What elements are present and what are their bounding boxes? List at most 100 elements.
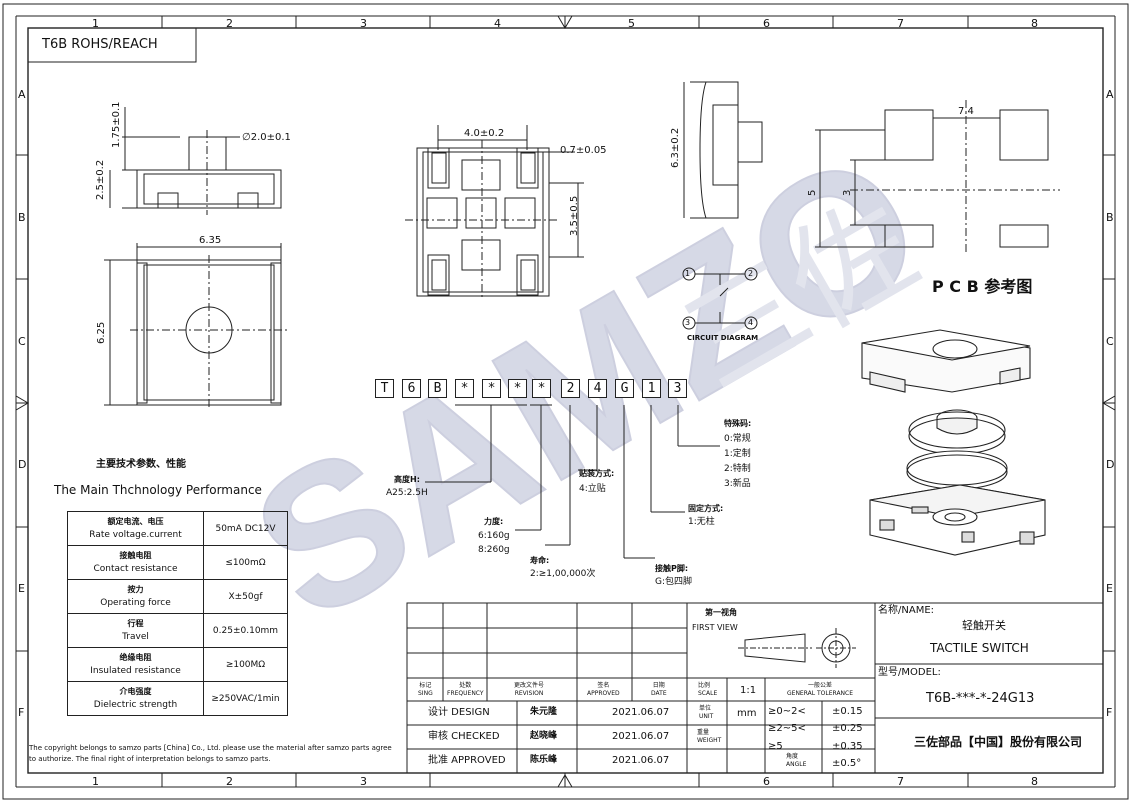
code-char: 2 (561, 379, 580, 398)
param-value: 50mA DC12V (203, 511, 288, 546)
dim-side-height-right: 6.3±0.2 (670, 127, 681, 168)
tb-company: 三佐部品【中国】股份有限公司 (914, 735, 1083, 749)
anno-mount-value: 4:立贴 (579, 484, 606, 494)
frame-col-3-bottom: 3 (360, 775, 367, 788)
dim-pcb-height: 5 (807, 189, 818, 196)
param-cn: 按力 (127, 585, 144, 595)
param-value: ≥100MΩ (203, 647, 288, 682)
anno-mount-title: 贴装方式: (579, 469, 615, 478)
dim-pcb-width: 7.4 (958, 106, 974, 117)
anno-force-value-2: 8:260g (478, 545, 510, 555)
anno-pins-value: G:包四脚 (655, 577, 693, 587)
center-mark-right (1102, 395, 1116, 411)
code-char: * (532, 379, 551, 398)
frame-row-c-right: C (1106, 335, 1114, 348)
param-value: 0.25±0.10mm (203, 613, 288, 648)
code-char: 4 (588, 379, 607, 398)
param-en: Contact resistance (93, 563, 178, 574)
dim-side-top-height: 1.75±0.1 (111, 101, 122, 148)
anno-special-value-1: 1:定制 (724, 449, 751, 459)
tol-value: ±0.5° (832, 758, 862, 769)
sign-name-design: 朱元隆 (530, 707, 558, 717)
param-value: ≥250VAC/1min (203, 681, 288, 716)
code-char: * (508, 379, 527, 398)
frame-col-2-bottom: 2 (226, 775, 233, 788)
param-value: X±50gf (203, 579, 288, 614)
param-en: Operating force (100, 597, 171, 608)
anno-pins-title: 接触P脚: (655, 564, 689, 573)
anno-height-title: 高度H: (394, 475, 420, 484)
tb-unit-value: mm (737, 708, 757, 719)
param-en: Travel (122, 631, 149, 642)
series-label: T6B ROHS/REACH (42, 37, 158, 52)
dim-actuator-dia: ∅2.0±0.1 (242, 132, 291, 143)
param-cn: 绝缘电阻 (119, 653, 152, 663)
tol-range: ≥2~5< (768, 723, 806, 734)
table-row: 绝缘电阻 Insulated resistance ≥100MΩ (67, 647, 288, 682)
performance-title-en: The Main Thchnology Performance (54, 483, 262, 497)
sign-name-checked: 赵晓峰 (530, 731, 558, 741)
code-char: * (455, 379, 474, 398)
tb-name-cn: 轻触开关 (962, 619, 1006, 632)
frame-row-a-right: A (1106, 88, 1114, 101)
frame-col-4: 4 (494, 17, 501, 30)
param-value: ≤100mΩ (203, 545, 288, 580)
dim-pad-width: 0.7±0.05 (560, 145, 607, 156)
code-char: B (428, 379, 447, 398)
circuit-pin-4: 4 (748, 318, 754, 327)
exploded-view (861, 329, 1046, 556)
dim-body-width: 6.35 (199, 235, 222, 246)
param-cn: 介电强度 (119, 687, 152, 697)
frame-row-e: E (18, 582, 25, 595)
sign-role-design: 设计 DESIGN (428, 707, 490, 718)
side-view (109, 107, 282, 215)
dim-side-body-height: 2.5±0.2 (95, 159, 106, 200)
frame-col-1-bottom: 1 (92, 775, 99, 788)
frame-row-b-right: B (1106, 211, 1114, 224)
tol-value: ±0.35 (832, 741, 863, 752)
frame-row-f-right: F (1106, 706, 1113, 719)
first-view-cn: 第一视角 (705, 608, 737, 617)
tb-model: T6B-***-*-24G13 (926, 691, 1035, 706)
frame-col-5: 5 (628, 17, 635, 30)
code-leaders (425, 404, 720, 559)
code-char: 3 (668, 379, 687, 398)
dim-body-height: 6.25 (96, 321, 107, 344)
center-mark-left (15, 395, 29, 411)
frame-col-8-bottom: 8 (1031, 775, 1038, 788)
dim-pad-span: 4.0±0.2 (464, 128, 505, 139)
anno-special-value-3: 3:新品 (724, 479, 751, 489)
tol-range: ≥0~2< (768, 706, 806, 717)
code-char: T (375, 379, 394, 398)
right-side-view (683, 81, 763, 219)
param-en: Rate voltage.current (89, 529, 182, 540)
anno-height-value: A25:2.5H (386, 488, 428, 498)
param-cn: 额定电流、电压 (107, 517, 164, 527)
title-block-grid (406, 602, 1104, 774)
copyright-line-1: The copyright belongs to samzo parts [Ch… (29, 744, 392, 752)
frame-row-c: C (18, 335, 26, 348)
sign-name-approved: 陈乐峰 (530, 755, 558, 765)
anno-fixing-value: 1:无柱 (688, 517, 715, 527)
anno-force-title: 力度: (484, 517, 504, 526)
sign-date-design: 2021.06.07 (612, 707, 670, 718)
frame-col-2: 2 (226, 17, 233, 30)
pcb-footprint (815, 100, 1060, 255)
tb-scale-value: 1:1 (740, 685, 757, 696)
top-view (104, 243, 290, 410)
param-en: Insulated resistance (90, 665, 181, 676)
copyright-line-2: to authorize. The final right of interpr… (29, 755, 271, 763)
frame-col-7-bottom: 7 (897, 775, 904, 788)
frame-col-8: 8 (1031, 17, 1038, 30)
dim-pcb-inner: 3 (842, 189, 853, 196)
pcb-reference-label: P C B 参考图 (932, 277, 1033, 296)
